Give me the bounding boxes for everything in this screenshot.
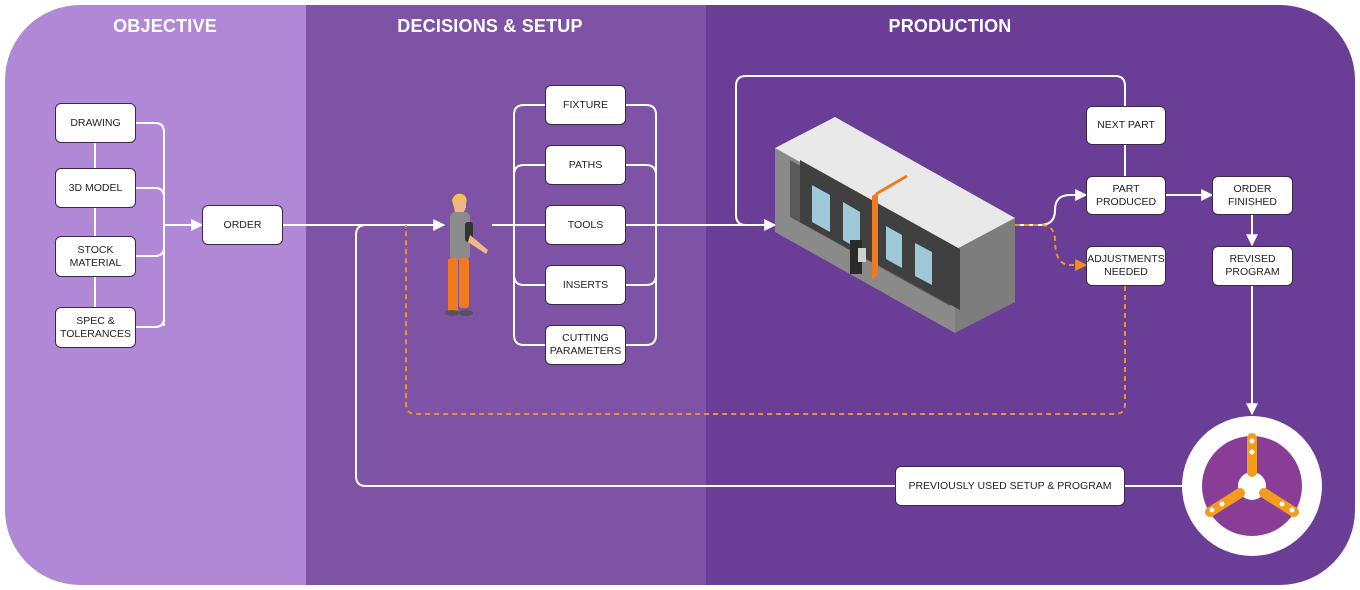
node-order: ORDER (202, 205, 283, 245)
node-spec-tolerances: SPEC & TOLERANCES (55, 307, 136, 348)
node-revised-program: REVISED PROGRAM (1212, 246, 1293, 286)
node-fixture: FIXTURE (545, 85, 626, 125)
input-connectors (94, 75, 1258, 487)
node-previously-used-setup: PREVIOUSLY USED SETUP & PROGRAM (895, 466, 1125, 506)
node-part-produced: PART PRODUCED (1086, 176, 1166, 215)
heading-production: PRODUCTION (888, 16, 1012, 36)
heading-objective: OBJECTIVE (113, 16, 217, 36)
node-paths: PATHS (545, 145, 626, 185)
node-next-part: NEXT PART (1086, 106, 1166, 145)
node-tools: TOOLS (545, 205, 626, 245)
node-stock-material: STOCK MATERIAL (55, 236, 136, 277)
node-3d-model: 3D MODEL (55, 168, 136, 208)
cnc-machine-illustration (775, 117, 1015, 333)
heading-decisions-setup: DECISIONS & SETUP (397, 16, 583, 36)
operator-figure (445, 193, 488, 316)
node-adjustments-needed: ADJUSTMENTS NEEDED (1086, 246, 1166, 286)
objective-band (5, 5, 306, 585)
loop-emblem-icon (1182, 416, 1322, 556)
node-order-finished: ORDER FINISHED (1212, 176, 1293, 215)
adjustment-feedback (405, 224, 1126, 415)
node-cutting-parameters: CUTTING PARAMETERS (545, 325, 626, 365)
node-drawing: DRAWING (55, 103, 136, 143)
decisions-band (306, 5, 706, 585)
node-inserts: INSERTS (545, 265, 626, 305)
